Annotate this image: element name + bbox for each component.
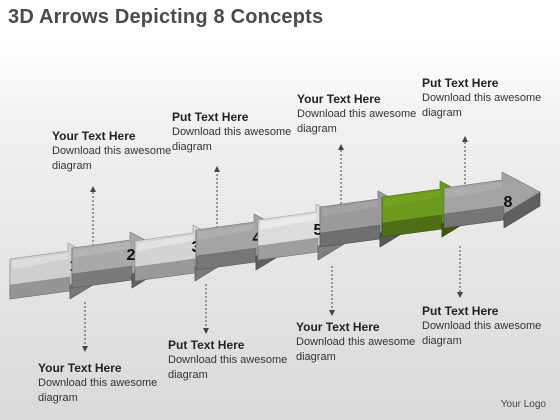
connector-arrowhead-6 [329,310,335,316]
callout-3: Put Text Here Download this awesome diag… [172,109,302,155]
logo-placeholder: Your Logo [500,399,546,410]
callout-1-heading: Your Text Here [52,129,136,143]
connector-arrowhead-1 [90,186,96,192]
slide-title: 3D Arrows Depicting 8 Concepts [8,6,324,28]
arrow-5-highlight [260,214,316,230]
connector-arrowhead-8 [457,292,463,298]
connector-group [82,136,468,352]
arrow-8-number: 8 [504,194,513,211]
callout-6-heading: Your Text Here [296,320,380,334]
connector-arrowhead-7 [462,136,468,142]
callout-6: Your Text Here Download this awesome dia… [296,319,426,365]
title-band [0,0,560,46]
callout-5: Your Text Here Download this awesome dia… [297,91,427,137]
callout-6-body: Download this awesome diagram [296,336,416,363]
arrow-7-highlight [384,191,440,207]
callout-8-heading: Put Text Here [422,304,499,318]
arrow-3-highlight [137,235,193,251]
callout-2-body: Download this awesome diagram [38,377,158,404]
arrow-5-number: 5 [314,222,323,239]
callout-1-body: Download this awesome diagram [52,145,172,172]
arrow-8-highlight [446,182,502,198]
arrow-6-highlight [322,201,378,217]
callout-7-body: Download this awesome diagram [422,92,542,119]
callout-4-body: Download this awesome diagram [168,354,288,381]
connector-arrowhead-3 [214,166,220,172]
callout-8-body: Download this awesome diagram [422,320,542,347]
callout-3-body: Download this awesome diagram [172,126,292,153]
arrow-4-number: 4 [253,230,262,247]
callout-2: Your Text Here Download this awesome dia… [38,360,168,406]
arrow-1-highlight [12,253,68,269]
connector-arrowhead-5 [338,144,344,150]
arrow-8-top-face [443,171,541,215]
callout-4-heading: Put Text Here [168,338,245,352]
callout-1: Your Text Here Download this awesome dia… [52,128,182,174]
callout-7-heading: Put Text Here [422,76,499,90]
arrow-8: 8 [443,171,541,229]
callout-5-heading: Your Text Here [297,92,381,106]
callout-7: Put Text Here Download this awesome diag… [422,75,552,121]
arrow-2-number: 2 [127,247,136,264]
arrow-4-highlight [198,224,254,240]
callout-3-heading: Put Text Here [172,110,249,124]
arrow-group: 12345678 [9,171,541,300]
connector-arrowhead-4 [203,328,209,334]
callout-2-heading: Your Text Here [38,361,122,375]
callout-8: Put Text Here Download this awesome diag… [422,303,552,349]
callout-5-body: Download this awesome diagram [297,108,417,135]
callout-4: Put Text Here Download this awesome diag… [168,337,298,383]
arrow-2-highlight [74,242,130,258]
connector-arrowhead-2 [82,346,88,352]
